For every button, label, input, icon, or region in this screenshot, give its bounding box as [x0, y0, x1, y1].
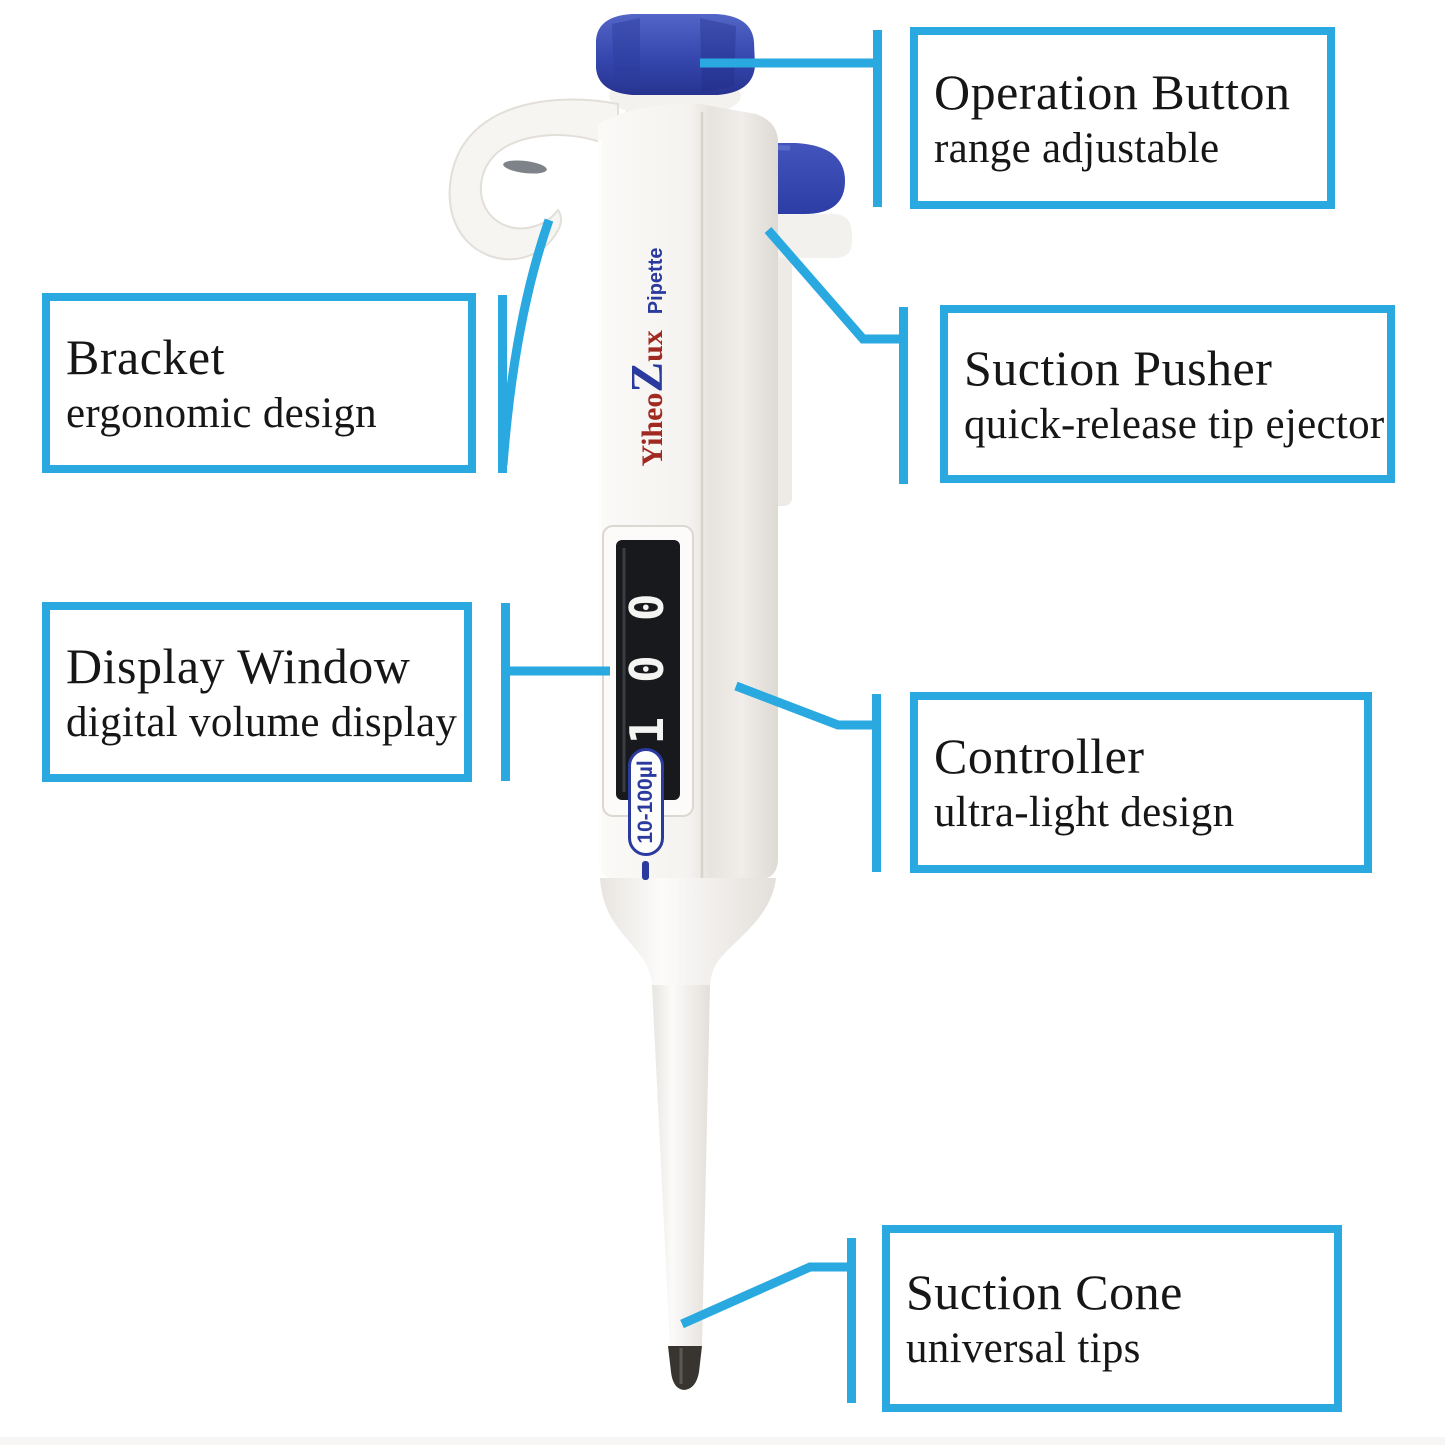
callout-subtitle: range adjustable: [934, 124, 1220, 172]
callout-suction-pusher: Suction Pusher quick-release tip ejector: [940, 305, 1395, 483]
suction-cone-shaft: [600, 878, 776, 1390]
bottom-edge-strip: [0, 1437, 1445, 1445]
callout-controller: Controller ultra-light design: [910, 692, 1372, 873]
callout-display-window: Display Window digital volume display: [42, 602, 472, 782]
connector-bar-display-window: [501, 603, 510, 781]
suction-cone-tip: [668, 1346, 702, 1390]
brand-name: YiheoZux: [621, 330, 672, 467]
callout-operation-button: Operation Button range adjustable: [910, 27, 1335, 209]
callout-title: Display Window: [66, 637, 411, 694]
calibration-tick: [642, 861, 649, 880]
product-label: Pipette: [645, 247, 667, 315]
connector-bar-controller: [872, 694, 881, 872]
callout-subtitle: quick-release tip ejector: [964, 400, 1385, 448]
callout-title: Bracket: [66, 328, 225, 385]
callout-bracket: Bracket ergonomic design: [42, 293, 476, 473]
leader-suction-pusher: [764, 227, 904, 344]
volume-range-badge: 10-100µl: [628, 748, 664, 856]
callout-subtitle: ergonomic design: [66, 389, 377, 437]
connector-bar-suction-pusher: [899, 307, 908, 484]
connector-bar-bracket: [498, 295, 507, 473]
callout-subtitle: digital volume display: [66, 698, 458, 746]
connector-bar-operation-button: [873, 30, 882, 207]
callout-title: Operation Button: [934, 63, 1291, 120]
callout-title: Suction Pusher: [964, 339, 1273, 396]
leader-controller: [734, 681, 877, 730]
connector-bar-suction-cone: [847, 1238, 856, 1403]
callout-subtitle: ultra-light design: [934, 789, 1235, 837]
leader-suction-cone: [680, 1262, 852, 1329]
callout-subtitle: universal tips: [906, 1325, 1141, 1373]
callout-suction-cone: Suction Cone universal tips: [882, 1225, 1342, 1412]
display-window-glass: [616, 540, 680, 800]
callout-title: Controller: [934, 728, 1145, 785]
display-window-assembly: [602, 525, 694, 817]
callout-title: Suction Cone: [906, 1264, 1183, 1321]
bracket-hook: [448, 98, 619, 261]
brand-block: YiheoZux Pipette: [620, 247, 672, 467]
